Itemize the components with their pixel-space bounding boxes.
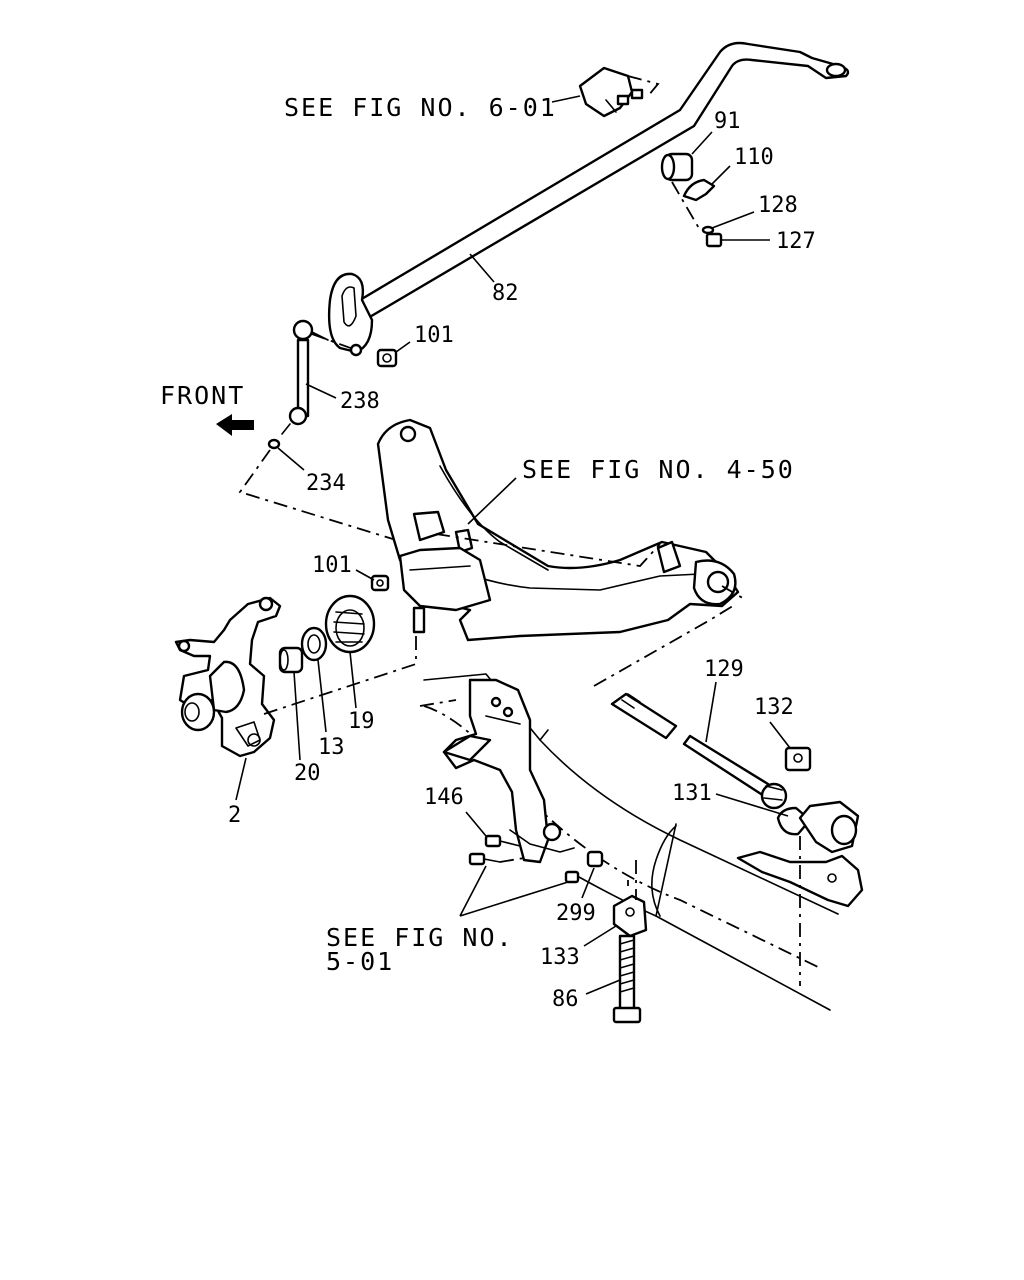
bracket-ref-6-01 <box>551 66 660 118</box>
nut-101-lower[interactable] <box>355 569 390 592</box>
bolt-86[interactable] <box>585 934 642 1024</box>
front-label: FRONT <box>160 381 245 410</box>
nut-101-upper[interactable] <box>376 341 411 368</box>
plate-133[interactable] <box>583 894 648 947</box>
callout-19[interactable]: 19 <box>348 709 375 734</box>
steering-knuckle-2[interactable] <box>174 596 282 801</box>
callout-299[interactable]: 299 <box>556 901 596 926</box>
leader-82 <box>469 253 495 283</box>
callout-110[interactable]: 110 <box>734 145 774 170</box>
washer-13[interactable] <box>300 626 328 733</box>
washer-234[interactable] <box>267 438 305 471</box>
washer-128[interactable] <box>701 211 755 235</box>
callout-82[interactable]: 82 <box>492 281 519 306</box>
callout-132[interactable]: 132 <box>754 695 794 720</box>
leader-4-50 <box>467 477 517 525</box>
arrow-left-icon <box>216 414 254 436</box>
leader-5-01 <box>459 865 569 917</box>
stabilizer-bar[interactable] <box>327 41 850 354</box>
ref-fig-5-01-line1[interactable]: SEE FIG NO. <box>326 923 514 952</box>
ref-fig-5-01-line2[interactable]: 5-01 <box>326 947 394 976</box>
callout-86[interactable]: 86 <box>552 987 579 1012</box>
frame-rail <box>419 673 839 1011</box>
ref-fig-6-01[interactable]: SEE FIG NO. 6-01 <box>284 93 557 122</box>
strut-rod-129[interactable] <box>593 603 788 810</box>
bushing-91[interactable] <box>660 131 713 182</box>
callout-129[interactable]: 129 <box>704 657 744 682</box>
stabilizer-link-238[interactable] <box>281 319 337 435</box>
ref-fig-4-50[interactable]: SEE FIG NO. 4-50 <box>522 455 795 484</box>
cushion-132[interactable] <box>769 721 812 772</box>
callout-128[interactable]: 128 <box>758 193 798 218</box>
callout-234[interactable]: 234 <box>306 471 346 496</box>
bolt-146[interactable] <box>465 811 525 866</box>
callout-238[interactable]: 238 <box>340 389 380 414</box>
nut-127[interactable] <box>705 232 770 248</box>
callout-13[interactable]: 13 <box>318 735 345 760</box>
callout-127[interactable]: 127 <box>776 229 816 254</box>
callout-20[interactable]: 20 <box>294 761 321 786</box>
callout-91[interactable]: 91 <box>714 109 741 134</box>
callout-101-lower[interactable]: 101 <box>312 553 352 578</box>
callout-101-upper[interactable]: 101 <box>414 323 454 348</box>
callout-2[interactable]: 2 <box>228 803 241 828</box>
nut-299[interactable] <box>564 850 604 899</box>
dust-seal-19[interactable] <box>324 594 376 709</box>
bracket-131[interactable] <box>715 793 860 854</box>
bearing-20[interactable] <box>278 646 304 761</box>
callout-133[interactable]: 133 <box>540 945 580 970</box>
callout-146[interactable]: 146 <box>424 785 464 810</box>
callout-131[interactable]: 131 <box>672 781 712 806</box>
clamp-110[interactable] <box>682 165 731 202</box>
crossmember <box>376 418 747 642</box>
